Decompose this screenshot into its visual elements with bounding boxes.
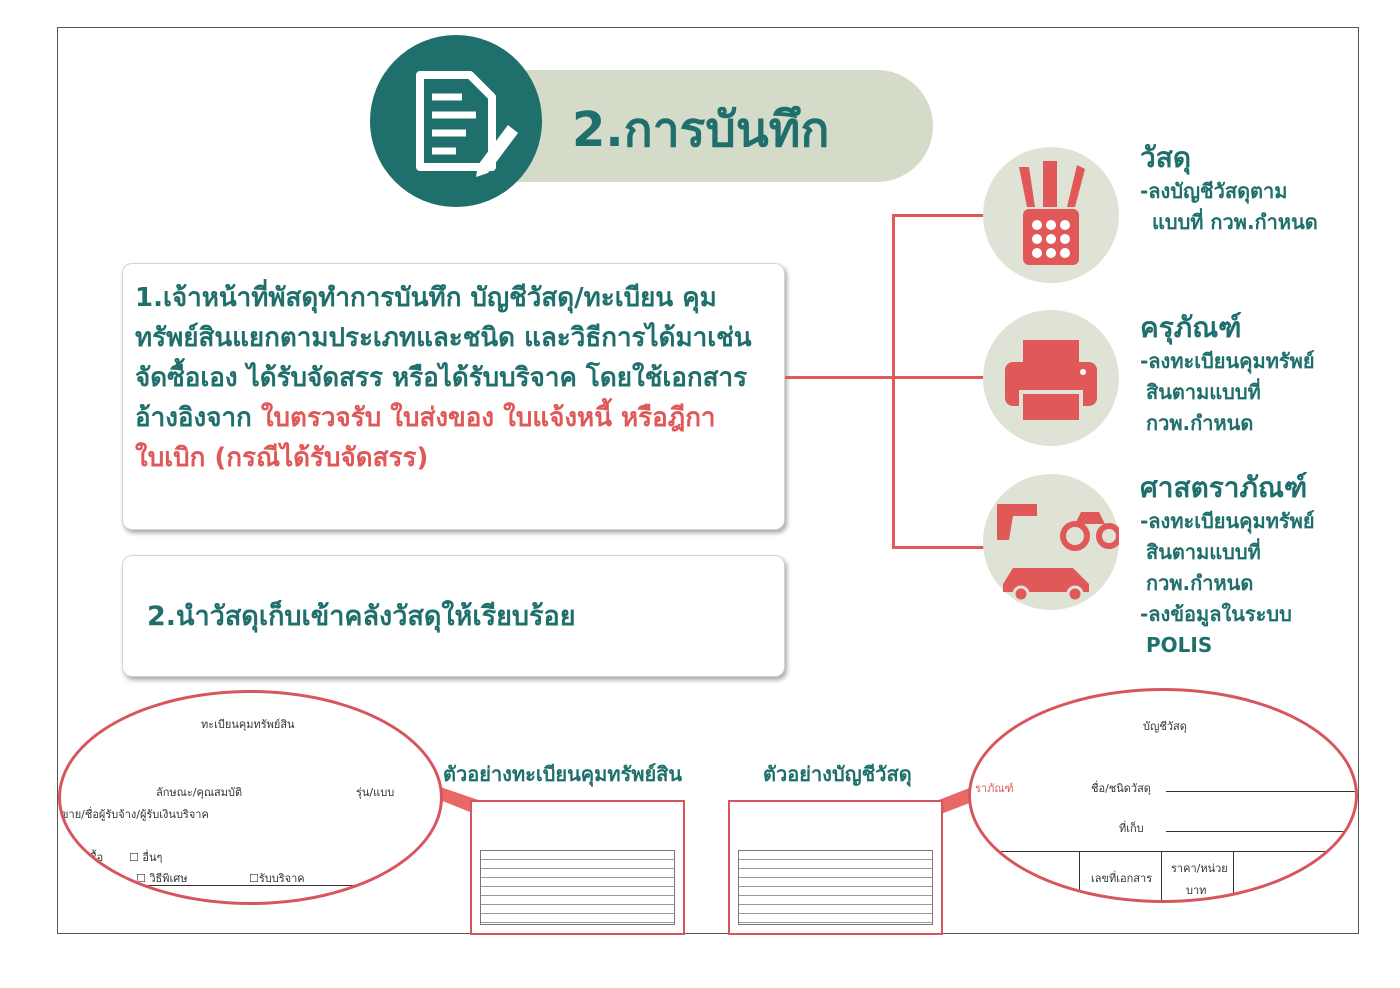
category-line: -ลงข้อมูลในระบบ <box>1140 602 1292 626</box>
frame <box>57 27 1359 934</box>
asset-register-thumbnail <box>470 800 685 935</box>
zoom-text: ลักษณะ/คุณสมบัติ <box>156 786 243 799</box>
connector <box>892 214 987 217</box>
category-title: ครุภัณฑ์ <box>1140 311 1242 344</box>
category-line: กวพ.กำหนด <box>1146 411 1254 435</box>
category-line: สินตามแบบที่ <box>1146 540 1261 564</box>
zoom-text: ทะเบียนคุมทรัพย์สิน <box>201 718 295 731</box>
category-material: วัสดุ -ลงบัญชีวัสดุตาม แบบที่ กวพ.กำหนด <box>1140 140 1318 238</box>
zoom-text: ☐ อื่นๆ <box>129 851 163 864</box>
zoom-text: ขาย/ชื่อผู้รับจ้าง/ผู้รับเงินบริจาค <box>61 808 209 821</box>
connector <box>785 376 893 379</box>
pencil-cup-icon <box>983 147 1119 283</box>
step2-box: 2.นำวัสดุเก็บเข้าคลังวัสดุให้เรียบร้อย <box>122 555 785 677</box>
zoom-text: ที่เก็บ <box>1119 822 1144 835</box>
category-line: -ลงทะเบียนคุมทรัพย์ <box>1140 509 1315 533</box>
category-equipment: ครุภัณฑ์ -ลงทะเบียนคุมทรัพย์ สินตามแบบที… <box>1140 310 1315 439</box>
zoom-text: รับ <box>1261 884 1274 897</box>
zoom-text: รุ่น/แบบ <box>356 786 395 799</box>
connector <box>892 214 895 549</box>
printer-icon <box>983 310 1119 446</box>
category-title: ศาสตราภัณฑ์ <box>1140 471 1308 504</box>
material-account-caption: ตัวอย่างบัญชีวัสดุ <box>763 762 912 786</box>
zoom-text: ท์ <box>63 829 71 842</box>
category-line: -ลงทะเบียนคุมทรัพย์ <box>1140 349 1315 373</box>
asset-register-caption: ตัวอย่างทะเบียนคุมทรัพย์สิน <box>443 762 683 786</box>
step1-text: 1.เจ้าหน้าที่พัสดุทำการบันทึก บัญชีวัสดุ… <box>135 283 752 433</box>
zoom-text: ☐รับบริจาค <box>249 872 305 885</box>
zoom-text: ราคา/หน่วย <box>1171 862 1228 875</box>
category-line: กวพ.กำหนด <box>1146 571 1254 595</box>
category-line: -ลงบัญชีวัสดุตาม <box>1140 179 1288 203</box>
category-line: แบบที่ กวพ.กำหนด <box>1152 210 1318 234</box>
category-line: POLIS <box>1146 633 1213 657</box>
asset-register-zoom: ทะเบียนคุมทรัพย์สิน ลักษณะ/คุณสมบัติ รุ่… <box>58 690 443 905</box>
zoom-text: ชื่อ/ชนิดวัสดุ <box>1091 782 1151 795</box>
zoom-text: ราภัณฑ์ <box>975 782 1014 795</box>
zoom-text: บัญชีวัสดุ <box>1143 720 1187 733</box>
gun-motorcycle-car-icon <box>983 474 1122 610</box>
zoom-text: ซื้อ <box>89 851 104 864</box>
zoom-text: เลขที่เอกสาร <box>1091 872 1153 885</box>
material-account-thumbnail <box>728 800 943 935</box>
category-weapons: ศาสตราภัณฑ์ -ลงทะเบียนคุมทรัพย์ สินตามแบ… <box>1140 470 1315 661</box>
step1-box: 1.เจ้าหน้าที่พัสดุทำการบันทึก บัญชีวัสดุ… <box>122 263 785 530</box>
zoom-text: บาท <box>1186 884 1207 897</box>
step1-documents: ใบตรวจรับ ใบส่งของ ใบแจ้งหนี้ หรือฎีกาใบ… <box>135 403 716 473</box>
connector <box>892 546 987 549</box>
material-account-zoom: บัญชีวัสดุ ราภัณฑ์ ชื่อ/ชนิดวัสดุ ที่เก็… <box>968 688 1358 903</box>
zoom-text: ☐ วิธีพิเศษ <box>136 872 188 885</box>
page-title: 2.การบันทึก <box>572 102 830 158</box>
step2-text: 2.นำวัสดุเก็บเข้าคลังวัสดุให้เรียบร้อย <box>147 601 576 632</box>
category-line: สินตามแบบที่ <box>1146 380 1261 404</box>
connector <box>892 376 987 379</box>
document-pen-icon <box>370 35 542 207</box>
category-title: วัสดุ <box>1140 141 1191 174</box>
